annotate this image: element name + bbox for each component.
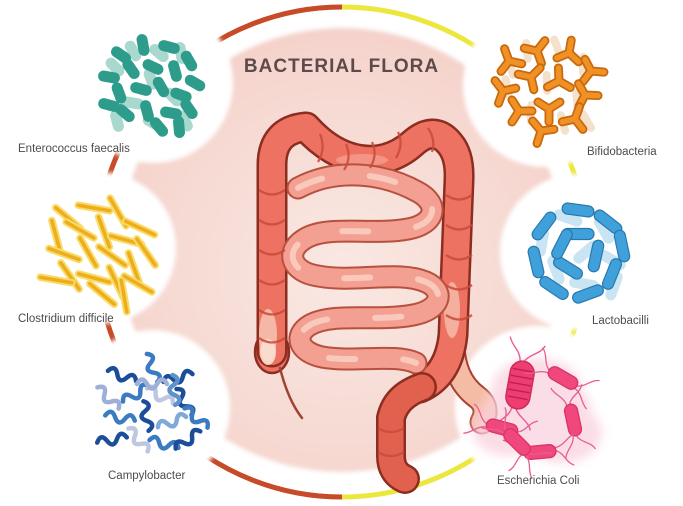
label-escherichia-coli: Escherichia Coli: [497, 475, 580, 487]
label-bifidobacteria: Bifidobacteria: [587, 146, 657, 158]
label-lactobacilli: Lactobacilli: [592, 315, 649, 327]
intestines-illustration: [253, 111, 498, 494]
label-campylobacter: Campylobacter: [108, 470, 186, 482]
label-enterococcus-faecalis: Enterococcus faecalis: [18, 143, 130, 155]
label-clostridium-difficile: Clostridium difficile: [18, 313, 114, 325]
bacteria-escherichia-coli: [462, 335, 603, 479]
diagram-title: BACTERIAL FLORA: [243, 56, 440, 77]
appendix: [278, 366, 304, 420]
haustra-marks: [258, 127, 473, 458]
